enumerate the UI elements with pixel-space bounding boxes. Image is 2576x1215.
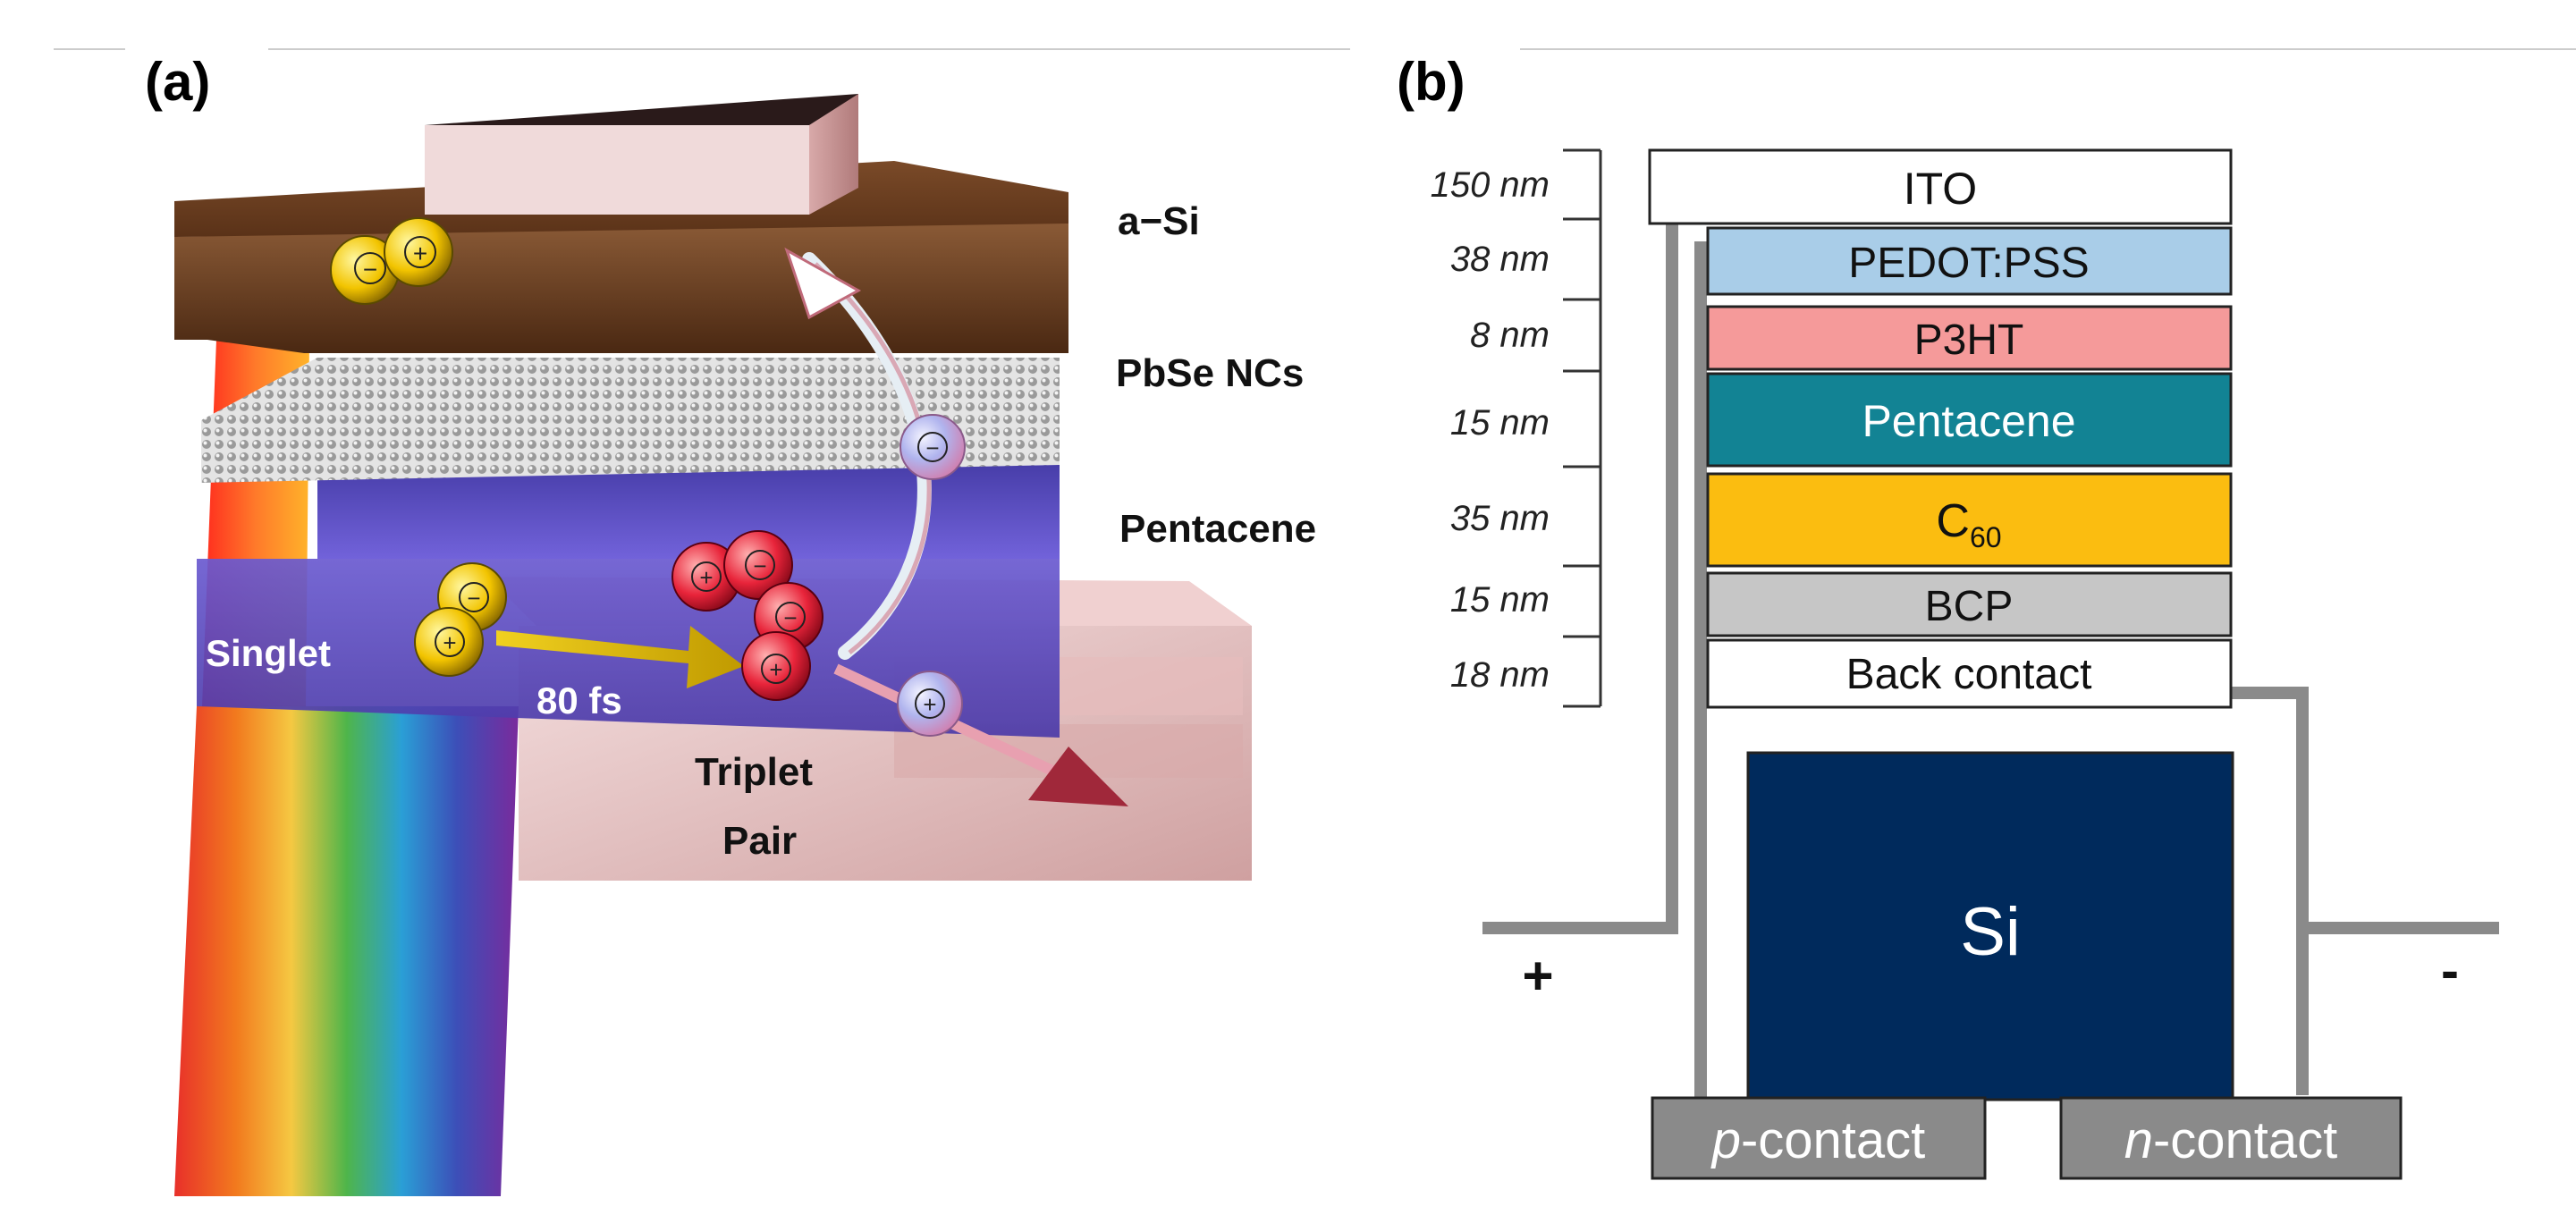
svg-text:+: +	[699, 564, 713, 591]
thickness-labels: 150 nm 38 nm 8 nm 15 nm 35 nm 15 nm 18 n…	[1431, 165, 1550, 695]
exciton-asi: − +	[330, 217, 453, 305]
polarity-plus: +	[1522, 946, 1553, 1006]
svg-text:−: −	[925, 435, 939, 461]
electron-path-shade	[814, 262, 932, 654]
layer-p3ht	[1706, 305, 2233, 371]
separated-hole: +	[897, 671, 963, 737]
panel-a-label: (a)	[145, 52, 210, 112]
layer-pentacene	[1706, 372, 2233, 468]
label-triplet-line2: Pair	[722, 819, 797, 863]
svg-text:ITO: ITO	[1904, 164, 1977, 214]
wire-positive	[1482, 224, 1678, 934]
p-contact-label: p-contact	[1710, 1111, 1926, 1169]
pentacene-slab-top	[317, 456, 1060, 559]
top-contact-side	[809, 94, 858, 215]
hole-arrow-head	[1028, 747, 1128, 806]
n-contact	[2059, 1096, 2403, 1180]
separated-electron: −	[899, 414, 966, 480]
svg-text:−: −	[363, 256, 377, 283]
svg-text:Pentacene: Pentacene	[1862, 396, 2075, 446]
svg-text:−: −	[783, 604, 797, 631]
triplet-pair: + − − +	[671, 530, 823, 701]
thickness-p3ht: 8 nm	[1470, 316, 1550, 355]
thickness-c60: 35 nm	[1450, 499, 1550, 538]
svg-text:+: +	[769, 656, 782, 683]
layer-pedot	[1706, 226, 2233, 296]
thickness-pedot: 38 nm	[1450, 240, 1550, 279]
wire-negative	[2231, 687, 2309, 1095]
layer-bcp	[1706, 571, 2233, 637]
asi-slab-front	[174, 224, 1068, 353]
panel-b-label: (b)	[1397, 52, 1465, 112]
n-contact-label: n-contact	[2124, 1111, 2338, 1169]
top-contact-front	[425, 125, 809, 215]
layer-ito	[1648, 148, 2233, 225]
svg-text:Back contact: Back contact	[1846, 651, 2092, 698]
layer-label-asi: a−Si	[1118, 199, 1200, 243]
label-time: 80 fs	[536, 679, 622, 721]
fission-arrow	[496, 626, 744, 688]
panel-a: (a) −	[145, 52, 1316, 1196]
layer-label-pentacene: Pentacene	[1119, 507, 1316, 551]
p-contact	[1651, 1096, 1987, 1180]
thickness-back: 18 nm	[1450, 655, 1550, 695]
svg-text:+: +	[443, 629, 456, 656]
panel-b: (b) 150 nm 38 nm 8 nm 15 nm 35 nm 15 nm …	[1397, 52, 2499, 1180]
polarity-minus: -	[2441, 941, 2459, 1000]
svg-text:P3HT: P3HT	[1914, 316, 2024, 364]
svg-text:−: −	[467, 585, 480, 612]
layer-c60	[1706, 472, 2233, 568]
thickness-pentacene: 15 nm	[1450, 403, 1550, 443]
label-triplet-line1: Triplet	[695, 750, 813, 794]
si-label: Si	[1960, 894, 2021, 970]
wiring	[1482, 224, 2499, 1098]
electron-path	[802, 252, 932, 660]
layer-label-pbse: PbSe NCs	[1116, 351, 1304, 395]
layer-c60-label: C60	[1936, 495, 2001, 553]
svg-text:+: +	[413, 240, 427, 267]
hole-path	[833, 663, 1089, 792]
electron-arrow-head	[784, 247, 862, 320]
thickness-bcp: 15 nm	[1450, 580, 1550, 620]
thickness-ruler	[1563, 148, 1602, 708]
svg-text:BCP: BCP	[1925, 583, 2014, 630]
singlet-exciton: − +	[414, 562, 507, 677]
svg-text:PEDOT:PSS: PEDOT:PSS	[1848, 240, 2089, 287]
si-substrate	[1746, 751, 2234, 1101]
thickness-ito: 150 nm	[1431, 165, 1550, 205]
svg-text:+: +	[923, 691, 936, 718]
label-singlet: Singlet	[206, 632, 331, 674]
layer-back-contact	[1706, 638, 2233, 709]
light-beam	[174, 706, 519, 1196]
svg-text:−: −	[753, 553, 766, 579]
pbse-nc-layer	[201, 358, 1060, 483]
